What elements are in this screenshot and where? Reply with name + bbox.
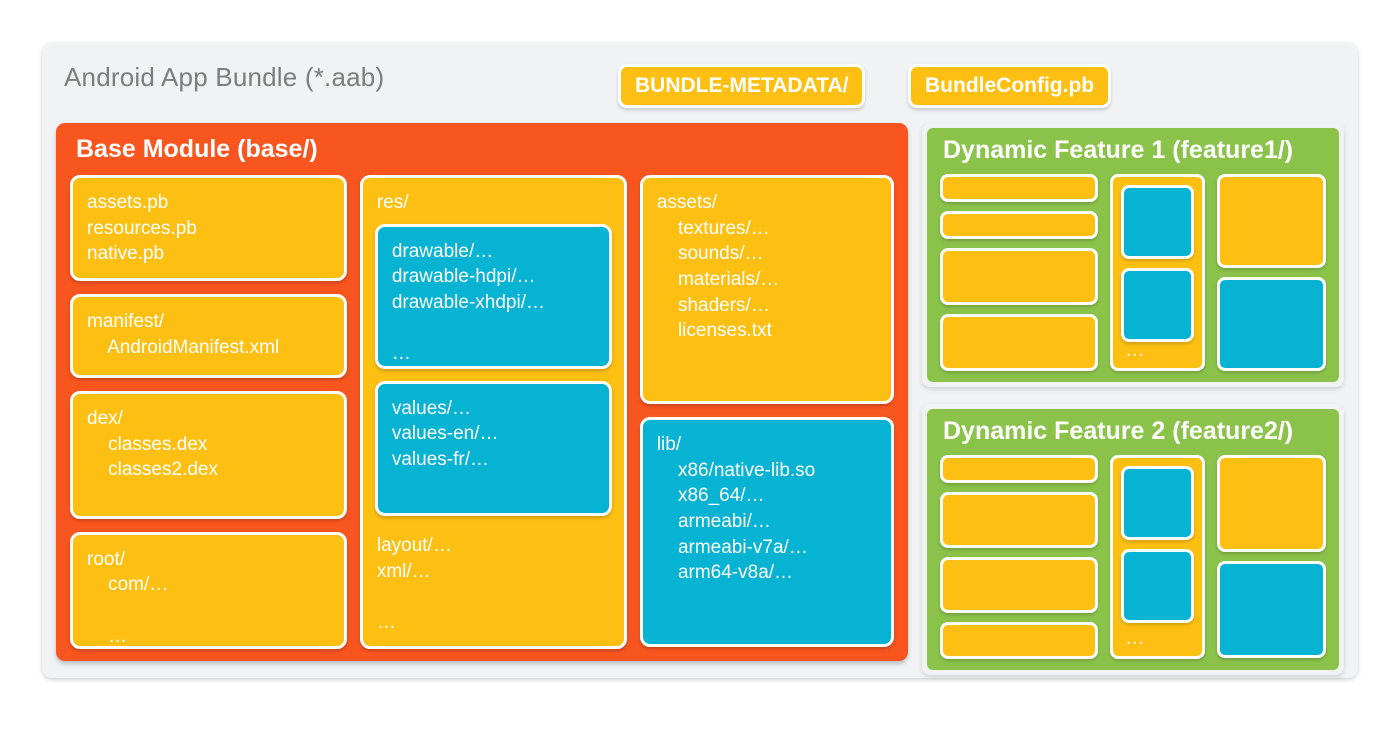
res-label: res/ (376, 192, 409, 213)
feature2-column-c (1217, 455, 1326, 659)
dynamic-feature-2-columns: … (940, 455, 1326, 659)
dynamic-feature-1-body: Dynamic Feature 1 (feature1/) … (927, 128, 1339, 382)
android-app-bundle-container: Android App Bundle (*.aab) BUNDLE-METADA… (42, 42, 1358, 678)
dynamic-feature-2-panel: Dynamic Feature 2 (feature2/) … (922, 404, 1344, 675)
placeholder-card (1217, 561, 1326, 658)
feature2-res-card: … (1110, 455, 1206, 659)
res-card: res/ drawable/… drawable-hdpi/… drawable… (359, 175, 627, 649)
feature2-ellipsis: … (1125, 628, 1145, 649)
placeholder-card (940, 313, 1099, 371)
base-module-panel: Base Module (base/) assets.pb resources.… (56, 123, 908, 661)
assets-card: assets/ textures/… sounds/… materials/… … (639, 175, 894, 404)
placeholder-card (1121, 185, 1195, 259)
placeholder-card (940, 174, 1099, 202)
placeholder-card (940, 622, 1099, 659)
lib-card: lib/ x86/native-lib.so x86_64/… armeabi/… (639, 417, 894, 647)
dex-card: dex/ classes.dex classes2.dex … (70, 391, 347, 519)
placeholder-card (1121, 466, 1195, 540)
dynamic-feature-2-body: Dynamic Feature 2 (feature2/) … (927, 409, 1339, 670)
feature1-res-card: … (1110, 174, 1206, 371)
res-inner-cards: drawable/… drawable-hdpi/… drawable-xhdp… (374, 223, 612, 520)
dynamic-feature-1-title: Dynamic Feature 1 (feature1/) (943, 136, 1294, 164)
res-tail-text: layout/… xml/… … (376, 535, 452, 634)
feature2-column-b: … (1110, 455, 1206, 659)
placeholder-card (1121, 549, 1195, 623)
bundle-title: Android App Bundle (*.aab) (64, 62, 385, 92)
protos-card: assets.pb resources.pb native.pb (70, 175, 347, 282)
dynamic-feature-1-columns: … (940, 174, 1326, 371)
base-column-1: assets.pb resources.pb native.pb manifes… (70, 175, 347, 649)
base-column-3: assets/ textures/… sounds/… materials/… … (639, 175, 894, 649)
feature1-ellipsis: … (1125, 340, 1145, 361)
placeholder-card (1217, 455, 1326, 552)
placeholder-card (940, 247, 1099, 305)
dynamic-feature-1-panel: Dynamic Feature 1 (feature1/) … (922, 123, 1344, 387)
bundle-metadata-pill[interactable]: BUNDLE-METADATA/ (618, 64, 866, 108)
dynamic-feature-2-title: Dynamic Feature 2 (feature2/) (943, 417, 1294, 445)
values-card: values/… values-en/… values-fr/… … (374, 380, 612, 516)
feature2-column-a (940, 455, 1099, 659)
base-module-columns: assets.pb resources.pb native.pb manifes… (70, 175, 894, 649)
base-column-2: res/ drawable/… drawable-hdpi/… drawable… (359, 175, 627, 649)
drawable-card: drawable/… drawable-hdpi/… drawable-xhdp… (374, 223, 612, 369)
feature1-column-a (940, 174, 1099, 371)
root-card: root/ com/… … (70, 531, 347, 649)
placeholder-card (940, 557, 1099, 614)
placeholder-card (1217, 174, 1326, 268)
placeholder-card (1217, 277, 1326, 371)
bundle-config-pill[interactable]: BundleConfig.pb (908, 64, 1112, 108)
feature1-column-c (1217, 174, 1326, 371)
placeholder-card (940, 455, 1099, 483)
placeholder-card (940, 491, 1099, 548)
placeholder-card (940, 210, 1099, 239)
placeholder-card (1121, 268, 1195, 342)
base-module-title: Base Module (base/) (76, 135, 318, 163)
feature1-column-b: … (1110, 174, 1206, 371)
manifest-card: manifest/ AndroidManifest.xml (70, 294, 347, 379)
